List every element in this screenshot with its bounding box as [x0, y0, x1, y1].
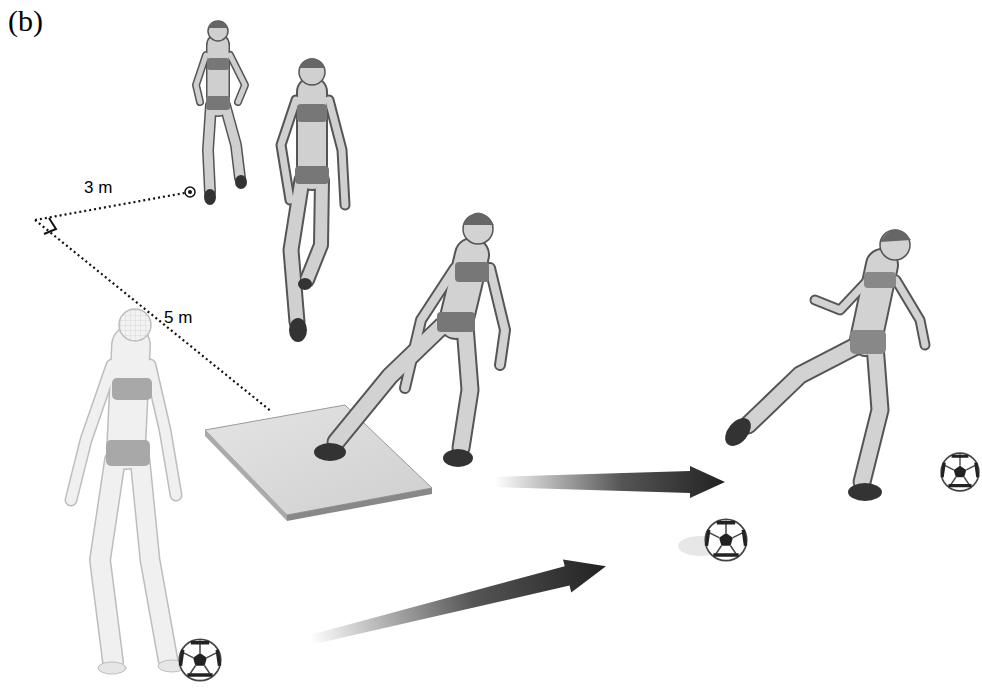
movement-arrow	[495, 466, 725, 498]
force-plate-edge	[287, 488, 432, 521]
dimension-label: 5 m	[164, 308, 192, 328]
soccer-ball	[705, 519, 746, 560]
panel-label: (b)	[8, 4, 43, 38]
start-marker-dot	[188, 190, 192, 194]
ball-arrow	[306, 550, 610, 657]
ball-arrow	[306, 550, 610, 657]
soccer-ball	[179, 639, 220, 680]
force-plate-edge	[205, 430, 287, 521]
right-angle-mark	[44, 218, 56, 234]
wireframe-figure	[71, 309, 186, 674]
soccer-ball	[941, 453, 979, 491]
movement-arrow	[495, 466, 725, 498]
start-marker	[185, 187, 195, 197]
dimension-label: 3 m	[84, 178, 112, 198]
player-figure	[314, 213, 505, 468]
player-figure	[720, 229, 925, 501]
dimension-line	[35, 192, 190, 220]
player-figure	[196, 21, 247, 205]
player-figure	[281, 58, 345, 342]
